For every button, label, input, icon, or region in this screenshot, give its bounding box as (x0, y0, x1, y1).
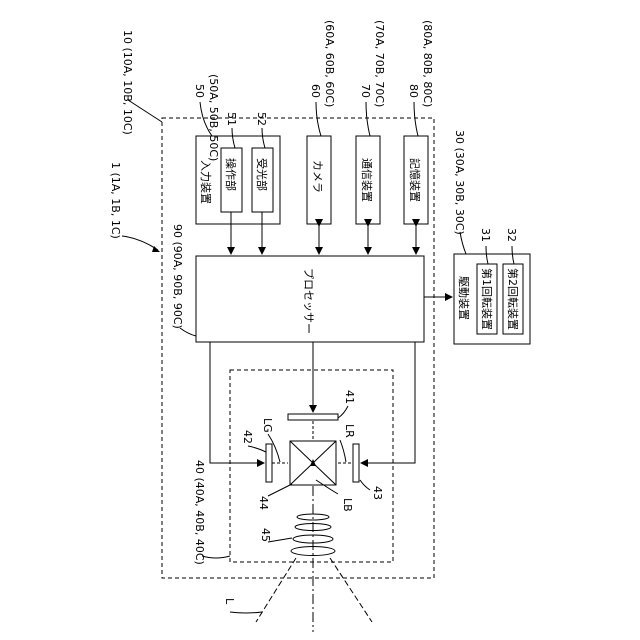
leader-44 (268, 484, 292, 496)
ref-LR: LR (343, 424, 356, 438)
processor-label: プロセッサー (302, 268, 315, 334)
ref-LG: LG (261, 418, 274, 433)
leader-processor (180, 328, 196, 336)
drive-device-label: 駆動装置 (457, 276, 471, 320)
communication-label: 通信装置 (360, 158, 373, 202)
ref-drive: 30 (30A, 30B, 30C) (453, 130, 466, 235)
ref-comm: 70 (359, 84, 372, 98)
ref-LB: LB (341, 498, 354, 512)
ref-system: 1 (1A, 1B, 1C) (109, 162, 122, 239)
camera-label: カメラ (311, 160, 324, 193)
leader-comm (366, 102, 370, 136)
leader-system (122, 236, 158, 250)
ref-camera: 60 (309, 84, 322, 98)
leader-LR (340, 440, 346, 462)
ref-housing: 10 (10A, 10B, 10C) (121, 30, 134, 135)
ref-45: 45 (259, 528, 272, 542)
rotator1-label: 第1回転装置 (480, 268, 494, 330)
ref-32: 32 (505, 228, 518, 242)
operation-unit-label: 操作部 (224, 158, 238, 191)
ref-input: 50 (193, 84, 206, 98)
leader-storage (414, 102, 418, 136)
leader-L (230, 612, 262, 613)
ref-42: 42 (241, 430, 254, 444)
leader-drive (460, 232, 466, 254)
input-device-label: 入力装置 (199, 160, 212, 204)
ref-comm-sub: (70A, 70B, 70C) (373, 20, 386, 107)
ref-processor: 90 (90A, 90B, 90C) (171, 224, 184, 329)
ref-44: 44 (257, 496, 270, 510)
light-source-42 (266, 444, 272, 482)
ref-optics: 40 (40A, 40B, 40C) (193, 460, 206, 565)
leader-43 (360, 480, 370, 490)
light-receiver-label: 受光部 (255, 158, 269, 191)
output-beam-right (330, 558, 372, 622)
ref-51: 51 (225, 112, 238, 126)
ref-43: 43 (371, 486, 384, 500)
leader-41 (338, 406, 348, 418)
ref-41: 41 (343, 390, 356, 404)
storage-label: 記憶装置 (408, 158, 422, 202)
ref-input-sub: (50A, 50B, 50C) (207, 74, 220, 161)
ref-52: 52 (255, 112, 268, 126)
leader-camera (316, 102, 321, 136)
ctrl-line-to-42 (210, 342, 264, 463)
ref-storage: 80 (407, 84, 420, 98)
leader-42 (248, 446, 266, 452)
ref-31: 31 (479, 228, 492, 242)
rotator2-label: 第2回転装置 (506, 268, 520, 330)
ref-L: L (223, 598, 236, 605)
ctrl-line-to-43 (361, 342, 415, 463)
ref-camera-sub: (60A, 60B, 60C) (323, 20, 336, 107)
light-source-43 (353, 444, 359, 482)
ref-storage-sub: (80A, 80B, 80C) (421, 20, 434, 107)
light-source-41 (288, 414, 338, 420)
